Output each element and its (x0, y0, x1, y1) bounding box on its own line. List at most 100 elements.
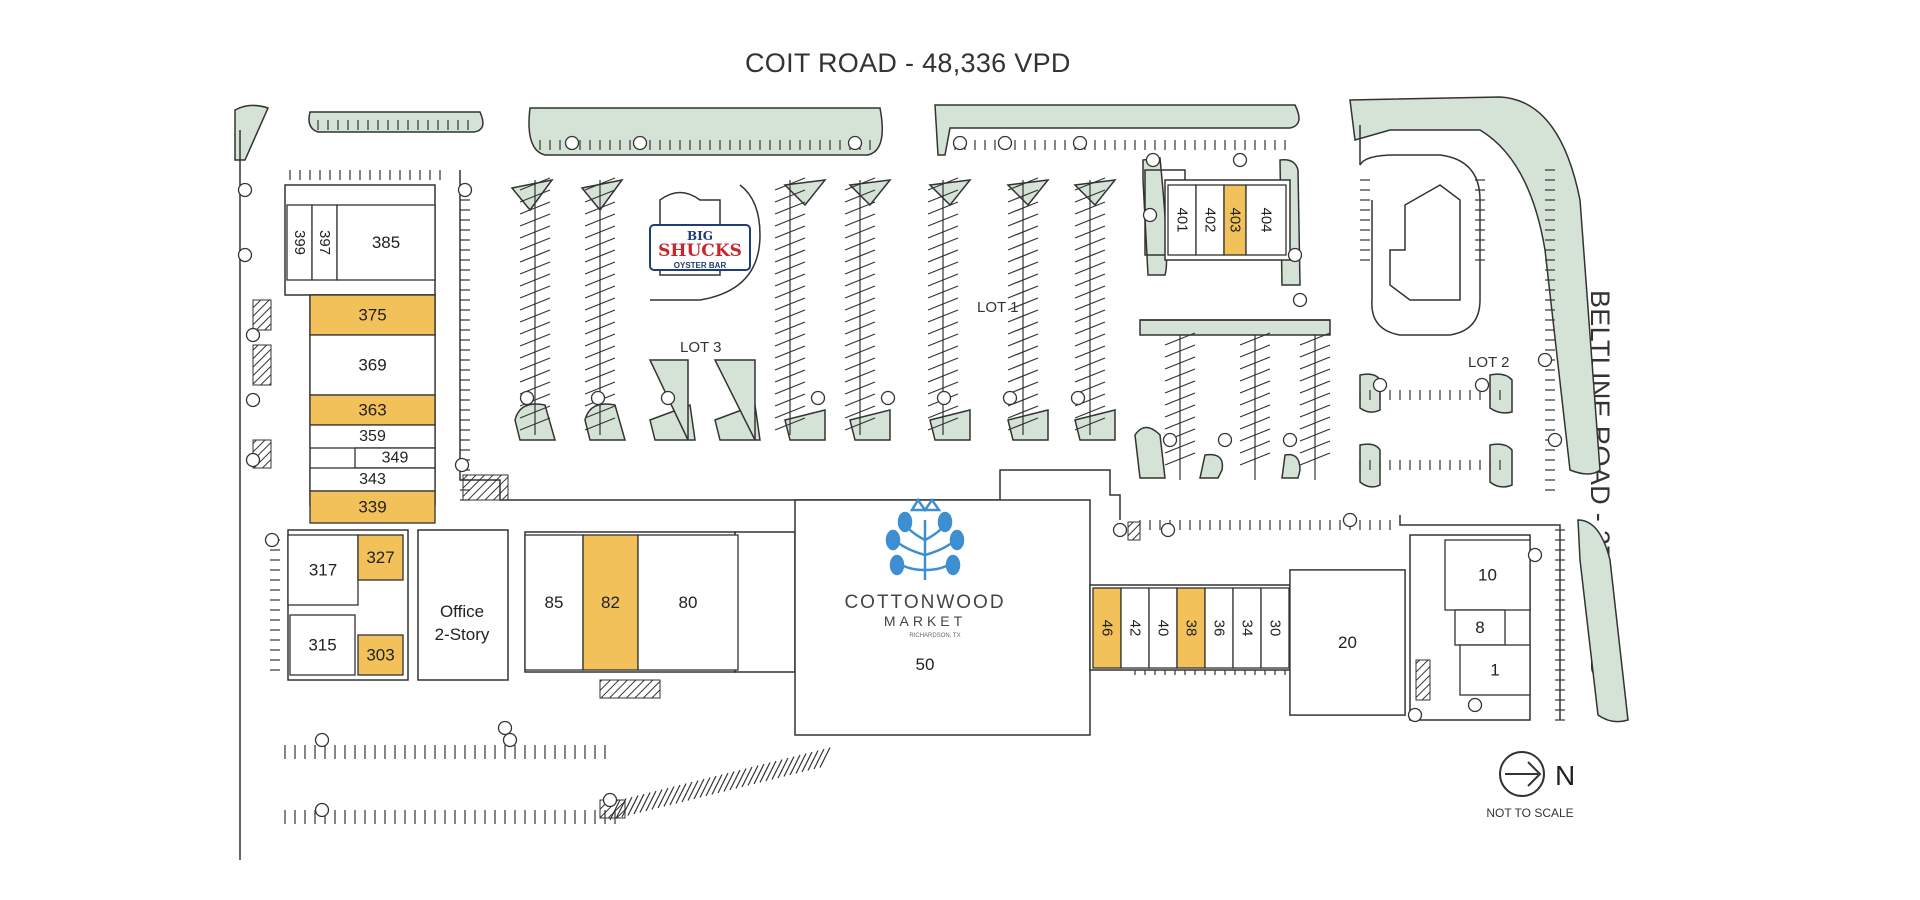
unit-label-40: 40 (1155, 620, 1172, 637)
parking-bollard-icon (590, 390, 606, 406)
landscape-island (1281, 453, 1301, 479)
unit-label-349: 349 (382, 450, 409, 467)
parking-bollard-icon (245, 452, 261, 468)
lot-1-label: LOT 1 (977, 299, 1018, 316)
unit-42 (1120, 587, 1150, 669)
parking-bollard-icon (1145, 152, 1161, 168)
available-unit-327 (357, 534, 404, 581)
unit-label-363: 363 (358, 401, 386, 420)
unit-1 (1459, 644, 1531, 696)
office-story-label: 2-Story (435, 625, 490, 644)
svg-text:MARKET: MARKET (884, 613, 966, 629)
parking-bollard-icon (457, 182, 473, 198)
parking-bollard-icon (237, 182, 253, 198)
north-label: N (1555, 760, 1575, 791)
available-unit-46 (1092, 587, 1122, 669)
unit-315 (289, 614, 356, 676)
landscape-island (934, 104, 1300, 156)
available-unit-339 (309, 490, 436, 524)
unit-10 (1444, 539, 1531, 611)
svg-text:SHUCKS: SHUCKS (658, 241, 742, 261)
unit-label-42: 42 (1127, 620, 1144, 637)
curb-line (1399, 515, 1561, 720)
parking-bollard-icon (660, 390, 676, 406)
parking-bollard-icon (1070, 390, 1086, 406)
pad-building (1389, 184, 1461, 301)
landscape-island (510, 178, 554, 212)
unit-label-50: 50 (916, 655, 935, 674)
parking-bollard-icon (1142, 207, 1158, 223)
unit-label-1: 1 (1490, 661, 1499, 680)
landscape-island (1074, 409, 1116, 441)
unit-label-385: 385 (372, 233, 400, 252)
anchor-building (794, 499, 1091, 736)
landscape-island (1577, 519, 1629, 723)
parking-bollard-icon (1160, 522, 1176, 538)
parking-bollard-icon (997, 135, 1013, 151)
landscape-island (928, 179, 972, 207)
not-to-scale-label: NOT TO SCALE (1486, 806, 1573, 820)
unit-label-34: 34 (1239, 620, 1256, 637)
unit-402 (1195, 184, 1225, 256)
parking-bollard-icon (880, 390, 896, 406)
parking-bollard-icon (1342, 512, 1358, 528)
unit-40 (1148, 587, 1178, 669)
parking-bollard-icon (502, 732, 518, 748)
parking-bollard-icon (497, 720, 513, 736)
svg-text:OYSTER BAR: OYSTER BAR (674, 261, 727, 270)
unit-label-404: 404 (1258, 207, 1275, 232)
parking-bollard-icon (1282, 432, 1298, 448)
landscape-island (784, 409, 826, 441)
unit-label-46: 46 (1099, 620, 1116, 637)
coit-road-label: COIT ROAD - 48,336 VPD (745, 48, 1071, 78)
parking-bollard-icon (1467, 697, 1483, 713)
landscape-island (713, 359, 756, 441)
landscape-island (1073, 179, 1117, 207)
parking-bollard-icon (519, 390, 535, 406)
unit-label-339: 339 (358, 498, 386, 517)
unit-label-397: 397 (316, 230, 333, 255)
unit-80 (637, 534, 739, 671)
landscape-island (234, 104, 270, 161)
svg-text:RICHARDSON, TX: RICHARDSON, TX (909, 633, 960, 639)
parking-bollard-icon (952, 135, 968, 151)
svg-text:BIG: BIG (687, 229, 713, 243)
parking-bollard-icon (1547, 432, 1563, 448)
parking-bollard-icon (1474, 377, 1490, 393)
parking-bollard-icon (1372, 377, 1388, 393)
landscape-island (1007, 409, 1049, 441)
unit-label-303: 303 (366, 646, 394, 665)
unit-label-327: 327 (366, 548, 394, 567)
parking-bollard-icon (245, 392, 261, 408)
unit-label-85: 85 (545, 593, 564, 612)
unit-label-401: 401 (1174, 207, 1191, 232)
unit-label-399: 399 (291, 230, 308, 255)
unit-label-36: 36 (1211, 620, 1228, 637)
unit-label-403: 403 (1227, 207, 1244, 232)
unit-85 (524, 534, 584, 671)
parking-bollard-icon (314, 802, 330, 818)
parking-bollard-icon (810, 390, 826, 406)
parking-bollard-icon (1537, 352, 1553, 368)
available-unit-82 (582, 534, 639, 671)
parking-bollard-icon (602, 792, 618, 808)
unit-label-315: 315 (308, 636, 336, 655)
parking-stripes (270, 120, 1565, 824)
lot-2-label: LOT 2 (1468, 354, 1509, 371)
drive-loop (1359, 125, 1481, 336)
unit-label-343: 343 (359, 471, 386, 488)
unit-label-20: 20 (1338, 633, 1357, 652)
landscape-island (783, 179, 827, 207)
parking-bollard-icon (1292, 292, 1308, 308)
hatched-areas (252, 299, 1431, 819)
unit-label-30: 30 (1267, 620, 1284, 637)
unit-36 (1204, 587, 1234, 669)
landscape-island (308, 111, 484, 133)
unit-label-82: 82 (601, 593, 620, 612)
parking-lot-markers (237, 135, 1563, 818)
unit-20 (1289, 569, 1406, 716)
parking-bollard-icon (264, 532, 280, 548)
unit-label-80: 80 (679, 593, 698, 612)
parking-bollard-icon (564, 135, 580, 151)
